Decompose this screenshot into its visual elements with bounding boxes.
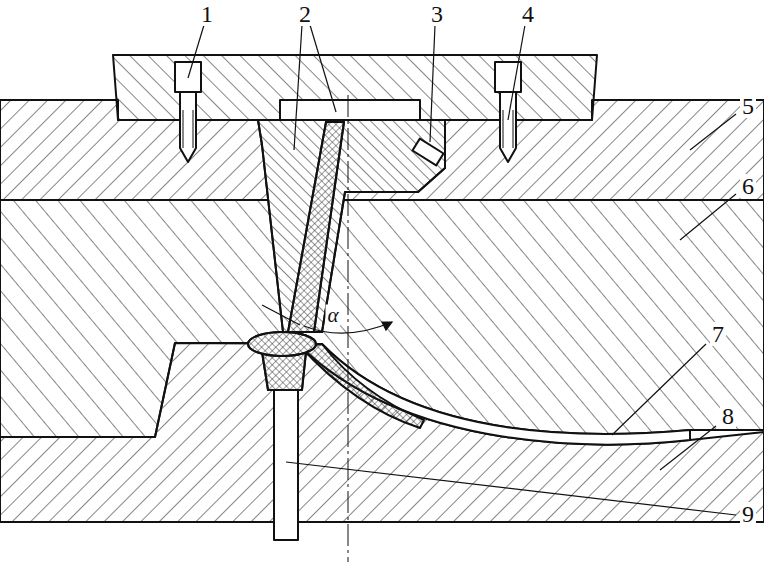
center-line [348, 95, 349, 562]
callout-number: 3 [429, 2, 445, 26]
gate-runner-hatch [248, 332, 316, 356]
molded-part [300, 344, 690, 444]
set-screw [412, 139, 443, 166]
angle-mark [262, 305, 392, 333]
callout-number: 4 [520, 2, 536, 26]
callout-number: 7 [710, 322, 726, 346]
callout-number: 1 [199, 2, 215, 26]
sprue-insert-hatch [258, 120, 445, 332]
bolt-right [495, 62, 521, 162]
leader-lines [188, 25, 736, 515]
cold-slug [262, 352, 306, 390]
sprue-material [288, 122, 344, 332]
core-plate [0, 343, 764, 522]
angle-label: α [325, 305, 340, 326]
callout-number: 9 [740, 502, 756, 526]
callout-number: 8 [720, 404, 736, 428]
cold-slug-hatch [262, 352, 306, 390]
gate-runner [248, 332, 316, 356]
part-gate-zone [300, 344, 424, 428]
callout-number: 5 [740, 94, 756, 118]
callout-number: 2 [297, 2, 313, 26]
sprue-insert [258, 120, 445, 332]
callout-number: 6 [740, 174, 756, 198]
ring-recess [280, 100, 420, 120]
cavity-plate [0, 200, 764, 437]
sprue-channel [288, 122, 344, 332]
